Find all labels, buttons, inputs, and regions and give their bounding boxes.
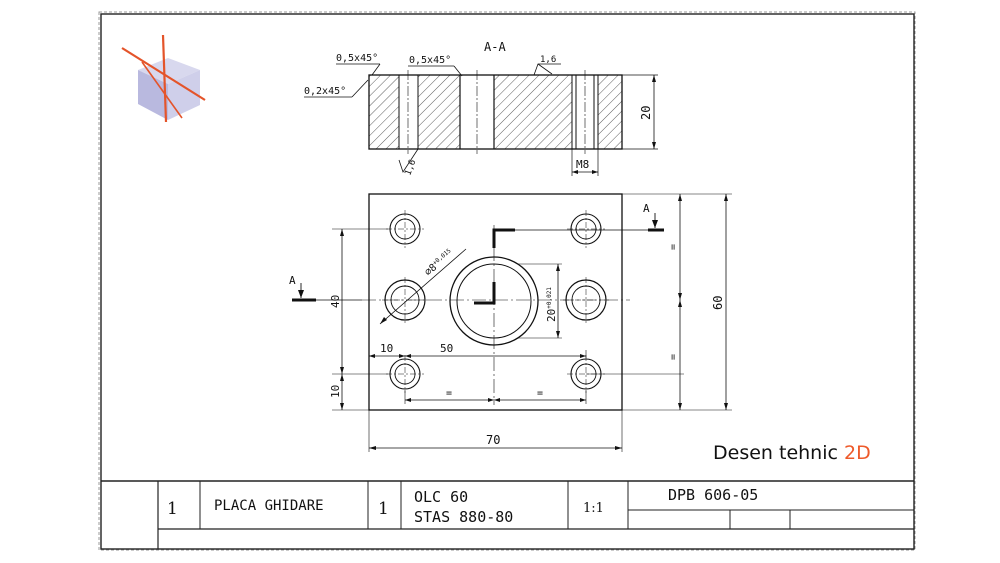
hole-mid-left bbox=[382, 277, 428, 323]
hole-bottom-left bbox=[386, 355, 424, 393]
hole-top-left bbox=[386, 210, 424, 248]
thread-label: M8 bbox=[576, 158, 589, 171]
height-dim: 20 bbox=[639, 106, 653, 120]
equal-mark-bottom-left: = bbox=[446, 388, 452, 399]
height-dim-60: 60 bbox=[711, 296, 725, 310]
brand-accent: 2D bbox=[844, 442, 871, 464]
cube-logo-icon bbox=[121, 34, 206, 123]
tb-part-name: PLACA GHIDARE bbox=[214, 498, 324, 514]
hole-top-right bbox=[567, 210, 605, 248]
equal-mark-right-top: = bbox=[668, 244, 679, 250]
title-block: 1 PLACA GHIDARE 1 OLC 60 STAS 880-80 1:1… bbox=[101, 480, 914, 549]
edge-dim-x: 10 bbox=[380, 342, 393, 355]
edge-dim-y: 10 bbox=[329, 385, 342, 398]
sheet-outer-border bbox=[98, 11, 916, 551]
chamfer-label-mid: 0,5x45° bbox=[409, 55, 451, 66]
plate-outline bbox=[368, 193, 623, 411]
tb-drawing-code: DPB 606-05 bbox=[668, 486, 758, 504]
brand-title: Desen tehnic 2D bbox=[713, 442, 871, 464]
roughness-top: 1,6 bbox=[540, 55, 556, 65]
section-annotations: A-A 0,5x45° 0,5x45° 0,2x45° 1,6 1,6 M8 2… bbox=[304, 40, 658, 177]
chamfer-label-left-top: 0,5x45° bbox=[336, 53, 378, 64]
vertical-dim-40: 40 bbox=[329, 295, 342, 308]
drawing-frame bbox=[100, 13, 915, 550]
hole-diameter: ⌀8+0,015 bbox=[422, 247, 456, 278]
section-mark-right: A bbox=[643, 202, 650, 215]
section-view bbox=[368, 70, 623, 154]
tb-scale: 1:1 bbox=[583, 501, 604, 516]
bore-diameter: 20+0,021 bbox=[545, 287, 558, 322]
hole-spacing-dim: 50 bbox=[440, 342, 453, 355]
center-bore bbox=[449, 256, 539, 346]
tb-position: 1 bbox=[167, 499, 178, 519]
chamfer-label-small: 0,2x45° bbox=[304, 86, 346, 97]
roughness-bottom: 1,6 bbox=[403, 158, 418, 177]
equal-mark-bottom-right: = bbox=[537, 388, 543, 399]
section-title: A-A bbox=[484, 40, 506, 54]
tb-material-1: OLC 60 bbox=[414, 488, 468, 506]
tb-material-2: STAS 880-80 bbox=[414, 508, 513, 526]
width-dim: 70 bbox=[486, 433, 500, 447]
equal-mark-right-bottom: = bbox=[668, 354, 679, 360]
tb-quantity: 1 bbox=[378, 499, 389, 519]
section-mark-left: A bbox=[289, 274, 296, 287]
plan-view bbox=[292, 193, 664, 411]
hole-mid-right bbox=[563, 277, 609, 323]
plan-annotations: A A ⌀8+0,015 20+0,021 70 10 50 bbox=[289, 193, 732, 452]
